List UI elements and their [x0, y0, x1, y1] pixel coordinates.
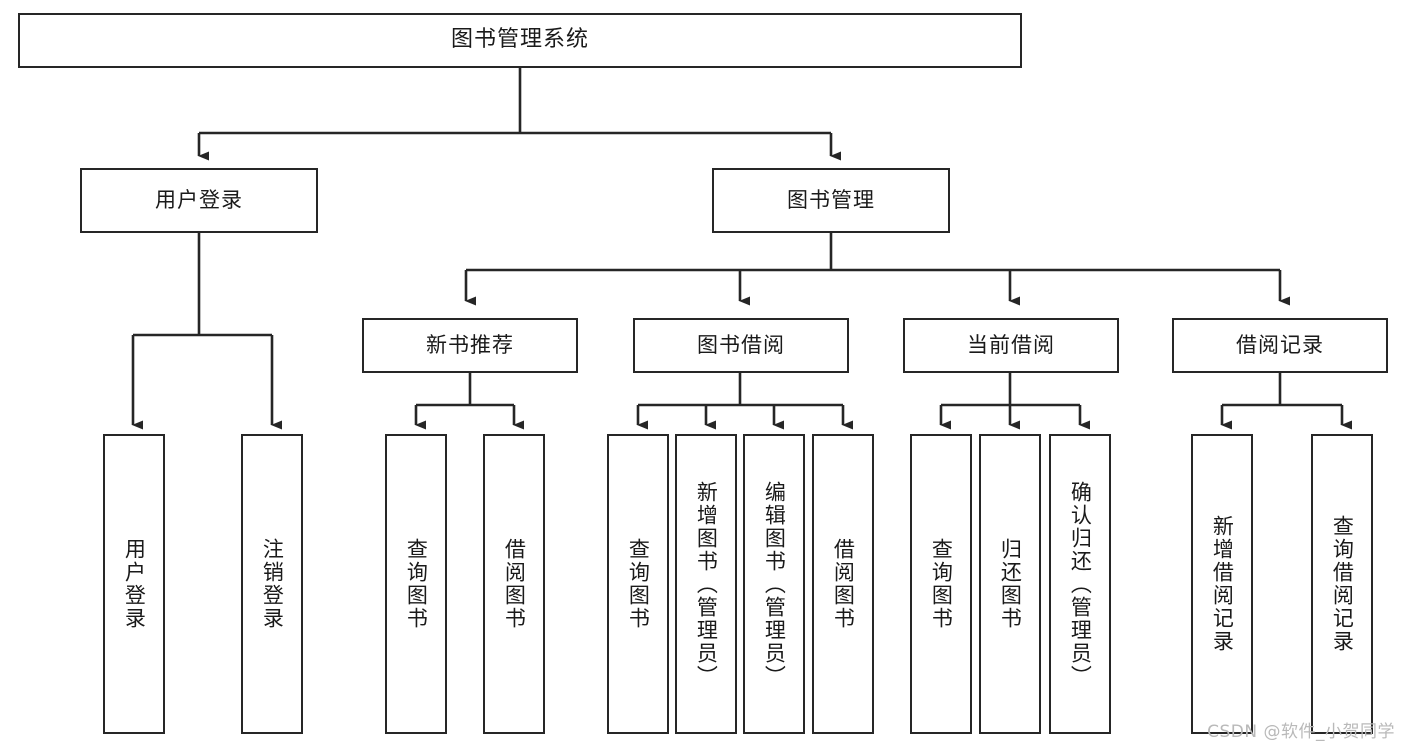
node-root-system[interactable]: 图书管理系统: [18, 13, 1022, 68]
leaf-record-query-record[interactable]: 查询借阅记录: [1311, 434, 1373, 734]
leaf-borrow-query-book[interactable]: 查询图书: [607, 434, 669, 734]
leaf-borrow-borrow-book[interactable]: 借阅图书: [812, 434, 874, 734]
leaf-current-return-book[interactable]: 归还图书: [979, 434, 1041, 734]
leaf-current-query-book[interactable]: 查询图书: [910, 434, 972, 734]
leaf-recommend-query-book[interactable]: 查询图书: [385, 434, 447, 734]
leaf-borrow-add-book-admin[interactable]: 新增图书（管理员）: [675, 434, 737, 734]
csdn-watermark: CSDN @软件_小贺同学: [1207, 722, 1395, 742]
leaf-user-login-logout[interactable]: 注销登录: [241, 434, 303, 734]
leaf-borrow-edit-book-admin[interactable]: 编辑图书（管理员）: [743, 434, 805, 734]
leaf-current-confirm-return-admin[interactable]: 确认归还（管理员）: [1049, 434, 1111, 734]
leaf-record-add-record[interactable]: 新增借阅记录: [1191, 434, 1253, 734]
node-current-borrow[interactable]: 当前借阅: [903, 318, 1119, 373]
leaf-recommend-borrow-book[interactable]: 借阅图书: [483, 434, 545, 734]
node-book-management[interactable]: 图书管理: [712, 168, 950, 233]
node-borrow-record[interactable]: 借阅记录: [1172, 318, 1388, 373]
leaf-user-login-login[interactable]: 用户登录: [103, 434, 165, 734]
node-book-borrow[interactable]: 图书借阅: [633, 318, 849, 373]
node-user-login[interactable]: 用户登录: [80, 168, 318, 233]
node-new-book-recommend[interactable]: 新书推荐: [362, 318, 578, 373]
